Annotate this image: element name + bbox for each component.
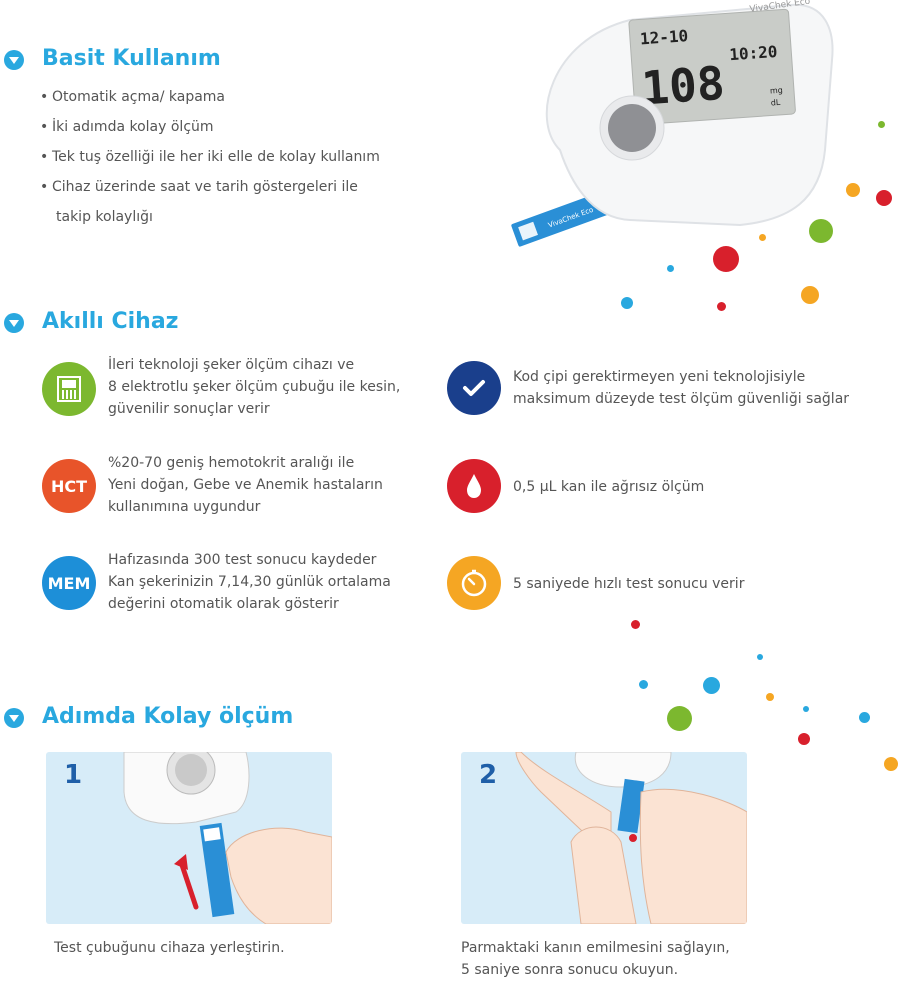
confetti-dot (798, 733, 810, 745)
confetti-dot (759, 234, 766, 241)
section-arrow-icon (4, 708, 24, 728)
confetti-dot (846, 183, 860, 197)
section-title-basic: Basit Kullanım (42, 46, 221, 71)
confetti-dot (631, 620, 640, 629)
list-item: takip kolaylığı (56, 209, 153, 225)
confetti-dot (878, 121, 885, 128)
confetti-dot (876, 190, 892, 206)
timer-icon (447, 556, 501, 610)
feature-memory-text: Hafızasında 300 test sonucu kaydeder Kan… (108, 552, 391, 612)
hct-icon: HCT (42, 459, 96, 513)
confetti-dot (757, 654, 763, 660)
step-1-caption: Test çubuğunu cihaza yerleştirin. (54, 940, 285, 956)
confetti-dot (803, 706, 809, 712)
step-2-caption: Parmaktaki kanın emilmesini sağlayın, 5 … (461, 940, 730, 978)
meter-time: 10:20 (729, 42, 778, 64)
section-title-steps: Adımda Kolay ölçüm (42, 704, 294, 729)
confetti-dot (703, 677, 720, 694)
step-2-panel: 2 (461, 752, 747, 924)
confetti-dot (639, 680, 648, 689)
list-item: •Otomatik açma/ kapama (40, 89, 226, 105)
confetti-dot (717, 302, 726, 311)
confetti-dot (809, 219, 833, 243)
feature-painless-text: 0,5 µL kan ile ağrısız ölçüm (513, 479, 705, 495)
step-1-panel: 1 (46, 752, 332, 924)
meter-button-icon (608, 104, 656, 152)
confetti-dot (766, 693, 774, 701)
step-number: 2 (479, 760, 498, 790)
meter-screen: 12-10 10:20 108 mg dL (628, 8, 796, 126)
mem-icon: MEM (42, 556, 96, 610)
confetti-dot (859, 712, 870, 723)
blood-drop-icon (447, 459, 501, 513)
confetti-dot (621, 297, 633, 309)
confetti-dot (713, 246, 739, 272)
confetti-dot (667, 706, 692, 731)
list-item: •Cihaz üzerinde saat ve tarih göstergele… (40, 179, 358, 195)
basic-bullet-list: •Otomatik açma/ kapama •İki adımda kolay… (40, 82, 380, 232)
meter-date: 12-10 (639, 26, 688, 48)
step-number: 1 (64, 760, 83, 790)
confetti-dot (884, 757, 898, 771)
meter-unit-top: mg (770, 86, 783, 96)
glucose-meter-illustration: VivaChek Eco 12-10 10:20 108 mg dL VivaC… (511, 0, 834, 247)
confetti-dot (667, 265, 674, 272)
list-item: •Tek tuş özelliği ile her iki elle de ko… (40, 149, 380, 165)
section-arrow-icon (4, 50, 24, 70)
checkmark-icon (447, 361, 501, 415)
meter-unit-bottom: dL (770, 98, 781, 108)
test-strip-icon (42, 362, 96, 416)
step-1-illustration (123, 752, 332, 924)
feature-hematocrit-text: %20-70 geniş hemotokrit aralığı ile Yeni… (108, 455, 383, 515)
feature-accuracy-text: İleri teknoloji şeker ölçüm cihazı ve 8 … (108, 357, 401, 417)
confetti-dot (801, 286, 819, 304)
step-2-illustration (515, 752, 747, 924)
feature-fast-result-text: 5 saniyede hızlı test sonucu verir (513, 576, 745, 592)
list-item: •İki adımda kolay ölçüm (40, 119, 214, 135)
feature-no-code-text: Kod çipi gerektirmeyen yeni teknolojisiy… (513, 369, 850, 407)
section-arrow-icon (4, 313, 24, 333)
section-title-smart: Akıllı Cihaz (42, 309, 179, 334)
